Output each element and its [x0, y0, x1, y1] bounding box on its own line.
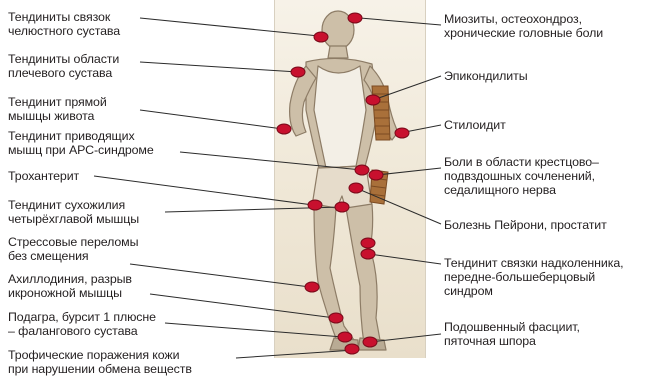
leader-achilles — [150, 294, 335, 318]
marker-foot — [338, 332, 352, 342]
runner-right-leg — [346, 204, 380, 344]
marker-trochanter — [308, 200, 322, 210]
leader-myositis — [360, 18, 441, 25]
marker-quadriceps — [335, 202, 349, 212]
leader-jaw — [140, 18, 319, 36]
marker-shoulder — [291, 67, 305, 77]
leader-stress-fracture — [130, 264, 310, 287]
leader-gout — [165, 323, 343, 337]
arm-bandage — [372, 86, 390, 140]
marker-elbow — [366, 95, 380, 105]
marker-toe — [345, 344, 359, 354]
leader-lines — [94, 18, 441, 358]
leader-rectus — [140, 110, 283, 129]
marker-wrist — [395, 128, 409, 138]
runner-neck — [328, 46, 348, 58]
marker-jaw — [314, 32, 328, 42]
marker-rectus — [277, 124, 291, 134]
marker-adductor — [355, 165, 369, 175]
marker-groin — [349, 183, 363, 193]
marker-shin — [305, 282, 319, 292]
leader-trochanter — [94, 176, 313, 205]
leader-trophic — [236, 350, 355, 358]
marker-sacroiliac — [369, 170, 383, 180]
marker-knee-upper — [361, 238, 375, 248]
marker-heel — [363, 337, 377, 347]
marker-neck — [348, 13, 362, 23]
marker-knee-lower — [361, 249, 375, 259]
marker-calf — [329, 313, 343, 323]
leader-plantar — [370, 334, 441, 342]
leader-patellar — [369, 254, 441, 264]
leader-shoulder — [140, 62, 298, 72]
